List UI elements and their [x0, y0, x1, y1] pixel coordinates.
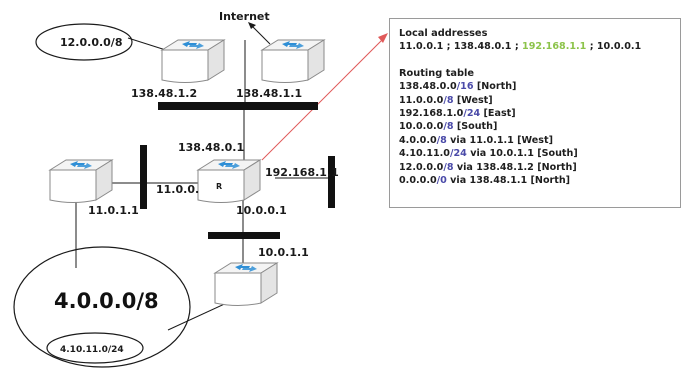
route-row: 10.0.0.0/8 [South] — [399, 121, 498, 133]
router-center — [197, 159, 261, 203]
local-addresses-heading: Local addresses — [399, 28, 488, 39]
local-addresses-part3: ; 10.0.0.1 — [586, 41, 642, 53]
route-row: 11.0.0.0/8 [West] — [399, 94, 493, 106]
router-center-east-ip: 192.168.1.1 — [265, 166, 339, 179]
net-4-10-label: 4.10.11.0/24 — [60, 345, 124, 355]
router-center-west-ip: 11.0.0. — [156, 183, 199, 196]
router-west — [49, 159, 113, 203]
links — [75, 37, 332, 331]
buses — [140, 102, 335, 239]
local-addresses: 11.0.0.1 ; 138.48.0.1 ; 192.168.1.1 ; 10… — [399, 40, 672, 53]
router-west-ip: 11.0.1.1 — [88, 204, 139, 217]
local-addresses-highlight: 192.168.1.1 — [522, 41, 587, 53]
route-row: 192.168.1.0/24 [East] — [399, 108, 516, 120]
net-4-label: 4.0.0.0/8 — [54, 289, 159, 313]
pointer-line — [261, 33, 388, 161]
internet-label: Internet — [219, 10, 270, 23]
net-12-label: 12.0.0.0/8 — [60, 36, 122, 49]
router-internet — [261, 39, 325, 83]
router-info-box: Local addresses 11.0.0.1 ; 138.48.0.1 ; … — [389, 18, 681, 208]
route-row: 4.10.11.0/24 via 10.0.1.1 [South] — [399, 148, 578, 160]
net-12-ellipse — [35, 23, 133, 61]
local-addresses-part1: 11.0.0.1 ; 138.48.0.1 ; — [399, 41, 523, 53]
net-4-ellipse — [13, 246, 191, 368]
route-row: 0.0.0.0/0 via 138.48.1.1 [North] — [399, 175, 571, 187]
router-south — [214, 262, 278, 306]
router-internet-ip: 138.48.1.1 — [236, 87, 302, 100]
router-center-south-ip: 10.0.0.1 — [236, 204, 287, 217]
router-mark: R — [216, 182, 222, 191]
internet-arrow — [248, 22, 271, 45]
router-north-ip: 138.48.1.2 — [131, 87, 197, 100]
network-ellipses — [13, 23, 191, 368]
routing-table: 138.48.0.0/16 [North] 11.0.0.0/8 [West] … — [399, 80, 672, 187]
north-bus — [158, 102, 318, 110]
router-north-left — [161, 39, 225, 83]
route-row: 12.0.0.0/8 via 138.48.1.2 [North] — [399, 161, 577, 173]
net-4-10-ellipse — [46, 332, 144, 364]
south-bus — [208, 232, 280, 239]
route-row: 4.0.0.0/8 via 11.0.1.1 [West] — [399, 134, 553, 146]
router-south-ip: 10.0.1.1 — [258, 246, 309, 259]
route-row: 138.48.0.0/16 [North] — [399, 81, 517, 93]
routing-table-heading: Routing table — [399, 67, 474, 79]
router-center-north-ip: 138.48.0.1 — [178, 141, 244, 154]
east-bus — [328, 156, 335, 208]
west-bus — [140, 145, 147, 209]
